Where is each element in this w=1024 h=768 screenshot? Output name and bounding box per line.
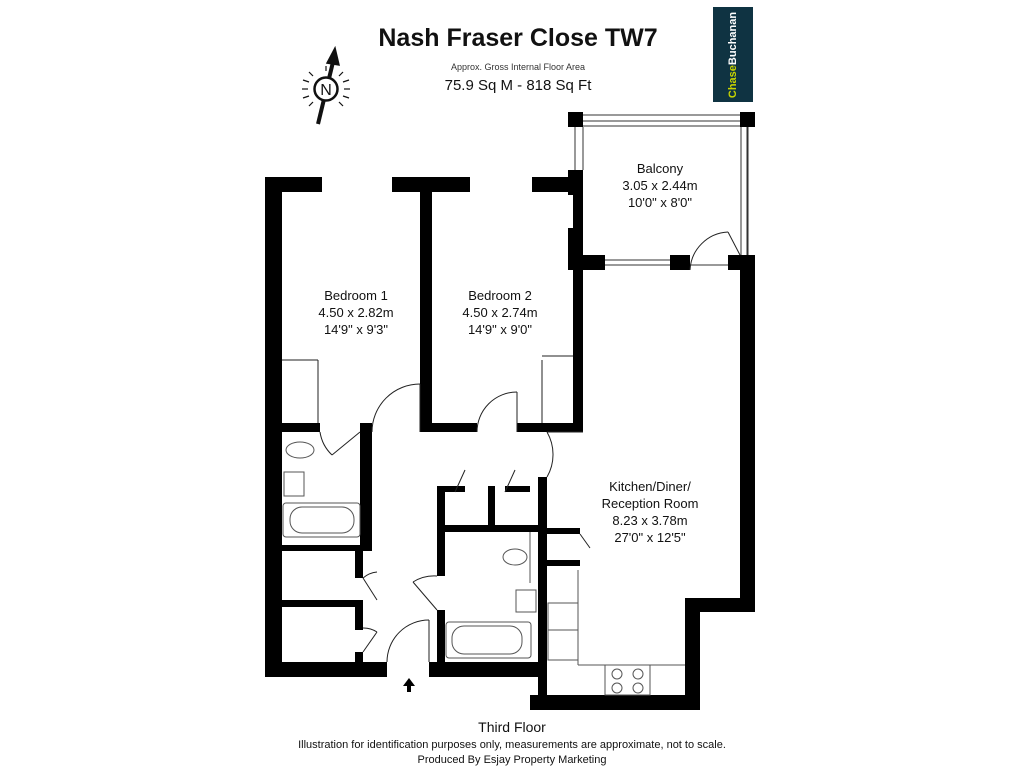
producer-credit: Produced By Esjay Property Marketing bbox=[417, 754, 607, 766]
floor-area: 75.9 Sq M - 818 Sq Ft bbox=[444, 77, 592, 94]
bath-icon bbox=[445, 621, 532, 659]
chase-buchanan-logo: ChaseBuchanan bbox=[713, 7, 753, 102]
floor-label: Third Floor bbox=[478, 719, 546, 735]
compass-icon: N bbox=[302, 45, 350, 125]
area-subtitle: Approx. Gross Internal Floor Area bbox=[450, 62, 586, 72]
bath-icon bbox=[282, 502, 361, 538]
hob-icon bbox=[604, 664, 651, 696]
svg-text:N: N bbox=[320, 82, 332, 99]
sink-icon bbox=[547, 602, 579, 631]
disclaimer: Illustration for identification purposes… bbox=[298, 739, 726, 751]
entrance-arrow-icon bbox=[403, 678, 415, 692]
plan-title: Nash Fraser Close TW7 bbox=[378, 24, 658, 52]
toilet-icon bbox=[502, 548, 528, 566]
walls bbox=[265, 112, 755, 710]
basin-icon bbox=[283, 471, 305, 497]
toilet-icon bbox=[285, 441, 315, 459]
doors bbox=[282, 231, 741, 663]
basin-icon bbox=[515, 589, 537, 613]
fixtures bbox=[282, 441, 685, 696]
